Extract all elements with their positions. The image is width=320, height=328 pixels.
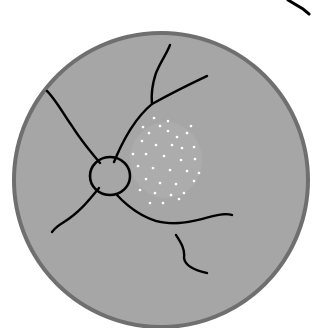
exudate-dot <box>148 132 151 135</box>
exudate-dot <box>142 126 145 129</box>
exudate-dot <box>152 167 155 170</box>
exudate-dot <box>141 140 144 143</box>
exudate-dot <box>198 172 201 175</box>
exudate-dot <box>139 189 142 192</box>
exudate-dot <box>169 169 172 172</box>
exudate-dot <box>162 202 165 205</box>
exudate-dot <box>132 153 135 156</box>
exudate-dot <box>194 158 197 161</box>
exudate-dot <box>193 146 196 149</box>
lesion-glow <box>130 122 202 198</box>
exudate-dot <box>159 182 162 185</box>
exudate-dot <box>167 120 170 123</box>
exudate-dot <box>180 159 183 162</box>
exudate-dot <box>155 144 158 147</box>
exudate-dot <box>145 153 148 156</box>
exudate-dot <box>167 130 170 133</box>
exudate-dot <box>175 183 178 186</box>
exudate-dot <box>186 132 189 135</box>
exudate-dot <box>171 144 174 147</box>
exudate-dot <box>137 165 140 168</box>
exudate-dot <box>176 136 179 139</box>
exudate-dot <box>178 198 181 201</box>
exudate-dot <box>193 180 196 183</box>
exudate-dot <box>186 170 189 173</box>
exudate-dot <box>145 178 148 181</box>
exudate-dot <box>190 125 193 128</box>
exudate-dot <box>159 125 162 128</box>
exudate-dot <box>183 192 186 195</box>
exudate-dot <box>170 194 173 197</box>
exudate-dot <box>154 192 157 195</box>
exudate-dot <box>163 155 166 158</box>
exudate-dot <box>149 202 152 205</box>
exudate-dot <box>181 147 184 150</box>
exudate-dot <box>153 117 156 120</box>
